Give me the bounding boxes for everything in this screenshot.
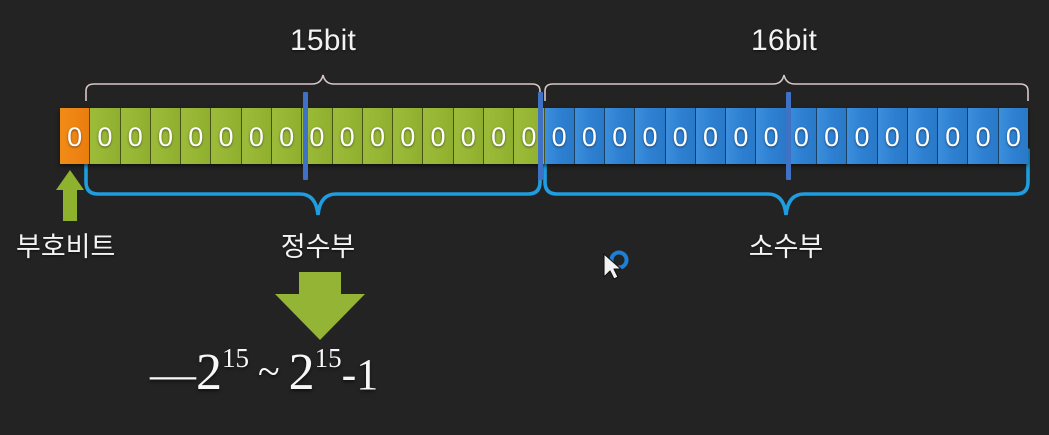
- bit-cell-2[interactable]: 0: [120, 108, 151, 164]
- bit-cell-16[interactable]: 0: [544, 108, 575, 164]
- bit-cell-11[interactable]: 0: [393, 108, 424, 164]
- tick-mark-center: [538, 92, 543, 180]
- bit-cell-31[interactable]: 0: [998, 108, 1028, 164]
- bit-cell-0-sign[interactable]: 0: [60, 108, 91, 164]
- bit-cell-7[interactable]: 0: [271, 108, 303, 164]
- top-brace-integer-icon: [85, 74, 541, 101]
- bit-cell-21[interactable]: 0: [695, 108, 727, 164]
- bit-value: 0: [672, 121, 688, 152]
- bit-cell-30[interactable]: 0: [968, 108, 999, 164]
- formula-minus-sign: —: [150, 348, 196, 399]
- bit-cell-18[interactable]: 0: [605, 108, 636, 164]
- bit-value: 0: [157, 121, 173, 152]
- bit-value: 0: [248, 121, 264, 152]
- bit-cell-6[interactable]: 0: [241, 108, 272, 164]
- bit-cell-28[interactable]: 0: [907, 108, 939, 164]
- bit-value: 0: [793, 121, 809, 152]
- sign-bit-label: 부호비트: [16, 232, 116, 262]
- bit-value: 0: [551, 121, 567, 152]
- formula-exponent-right: 15: [314, 342, 342, 373]
- bit-value: 0: [703, 121, 719, 152]
- bit-cell-24[interactable]: 0: [786, 108, 818, 164]
- tick-mark-fraction: [786, 92, 791, 180]
- bit-cell-23[interactable]: 0: [756, 108, 787, 164]
- mouse-cursor: [603, 250, 629, 280]
- bit-value: 0: [67, 121, 83, 152]
- bit-cell-9[interactable]: 0: [332, 108, 363, 164]
- bit-cell-14[interactable]: 0: [483, 108, 515, 164]
- bit-value: 0: [127, 121, 143, 152]
- bit-cell-13[interactable]: 0: [453, 108, 484, 164]
- bit-value: 0: [339, 121, 355, 152]
- bit-cell-22[interactable]: 0: [726, 108, 757, 164]
- bit-value: 0: [612, 121, 628, 152]
- bit-cell-12[interactable]: 0: [423, 108, 454, 164]
- bit-cell-29[interactable]: 0: [938, 108, 969, 164]
- bit-value: 0: [642, 121, 658, 152]
- bit-cell-20[interactable]: 0: [665, 108, 696, 164]
- formula-range-tilde: ~: [258, 349, 280, 394]
- sign-bit-up-arrow-icon: [56, 170, 84, 221]
- bit-value: 0: [884, 121, 900, 152]
- value-range-formula: —215~215-1: [150, 343, 378, 402]
- bit-cell-17[interactable]: 0: [574, 108, 606, 164]
- bit-value: 0: [369, 121, 385, 152]
- bit-value: 0: [521, 121, 537, 152]
- formula-base-left: 2: [196, 344, 222, 401]
- integer-part-label: 정수부: [280, 232, 356, 262]
- bit-value: 0: [581, 121, 597, 152]
- formula-down-arrow-icon: [275, 272, 365, 340]
- bit-cell-3[interactable]: 0: [150, 108, 182, 164]
- formula-base-right: 2: [288, 344, 315, 401]
- bit-value: 0: [945, 121, 961, 152]
- bit-cell-26[interactable]: 0: [847, 108, 878, 164]
- bit-cell-1[interactable]: 0: [90, 108, 121, 164]
- bit-value: 0: [491, 121, 507, 152]
- bit-value: 0: [854, 121, 870, 152]
- bit-value: 0: [309, 121, 325, 152]
- bit-value: 0: [1005, 121, 1021, 152]
- bit-value: 0: [763, 121, 779, 152]
- tick-mark-integer: [303, 92, 308, 180]
- bit-count-label-integer: 15bit: [289, 24, 357, 57]
- bit-cell-10[interactable]: 0: [362, 108, 394, 164]
- bit-cell-19[interactable]: 0: [635, 108, 666, 164]
- bit-value: 0: [279, 121, 295, 152]
- bit-value: 0: [400, 121, 416, 152]
- bit-value: 0: [97, 121, 113, 152]
- fraction-part-label: 소수부: [748, 232, 824, 262]
- bit-value: 0: [824, 121, 840, 152]
- bit-cell-25[interactable]: 0: [817, 108, 848, 164]
- bit-value: 0: [975, 121, 991, 152]
- bit-value: 0: [430, 121, 446, 152]
- bit-cell-4[interactable]: 0: [181, 108, 212, 164]
- arrow-pointer-icon: [603, 253, 622, 280]
- bit-value: 0: [733, 121, 749, 152]
- formula-suffix: -1: [341, 350, 379, 399]
- bit-cell-5[interactable]: 0: [211, 108, 242, 164]
- bit-value: 0: [218, 121, 234, 152]
- formula-exponent-left: 15: [222, 342, 249, 373]
- bit-value: 0: [915, 121, 931, 152]
- bit-value: 0: [188, 121, 204, 152]
- bit-count-label-fraction: 16bit: [750, 24, 818, 57]
- bit-value: 0: [460, 121, 476, 152]
- bit-cell-27[interactable]: 0: [877, 108, 908, 164]
